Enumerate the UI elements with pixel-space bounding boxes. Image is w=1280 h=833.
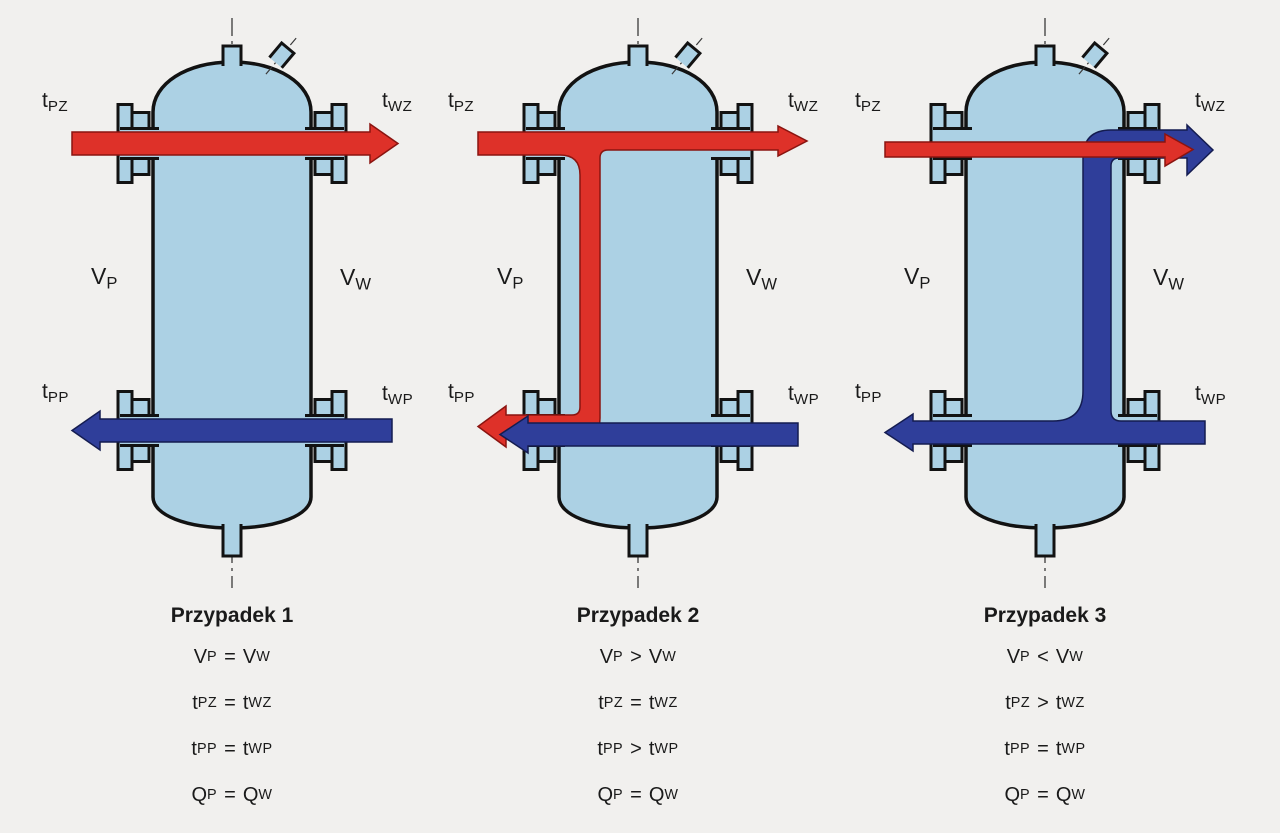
flow-label-vp: VP [904,263,931,293]
flow-label-vp: VP [497,263,524,293]
flow-label-vw: VW [1153,264,1185,294]
port-label-tpz: tPZ [855,89,882,116]
flow-label-vw: VW [746,264,778,294]
vessel-case-2 [476,18,809,588]
port-label-tpp: tPP [448,380,475,407]
flow-label-vw: VW [340,264,372,294]
cold-flow-arrow-case1 [70,409,393,452]
case-title: Przypadek 3 [983,604,1107,627]
port-label-twp: tWP [788,382,820,409]
cold-flow-arrow-case2 [498,414,799,455]
case-title: Przypadek 1 [170,604,294,627]
port-label-twp: tWP [1195,382,1227,409]
port-label-twz: tWZ [382,89,413,116]
port-label-twz: tWZ [788,89,819,116]
vessel-case-3 [883,18,1215,588]
vessel-outline [931,18,1159,588]
port-label-twz: tWZ [1195,89,1226,116]
vessel-case-1 [70,18,400,588]
vessel-outline [118,18,346,588]
port-label-tpz: tPZ [42,89,69,116]
flow-label-vp: VP [91,263,118,293]
vessel-outline [524,18,752,588]
port-label-tpp: tPP [855,380,882,407]
hot-flow-arrow-case3 [884,132,1195,168]
case-title: Przypadek 2 [576,604,700,627]
port-label-twp: tWP [382,382,414,409]
port-label-tpp: tPP [42,380,69,407]
port-label-tpz: tPZ [448,89,475,116]
hot-flow-arrow-case1 [71,122,400,165]
